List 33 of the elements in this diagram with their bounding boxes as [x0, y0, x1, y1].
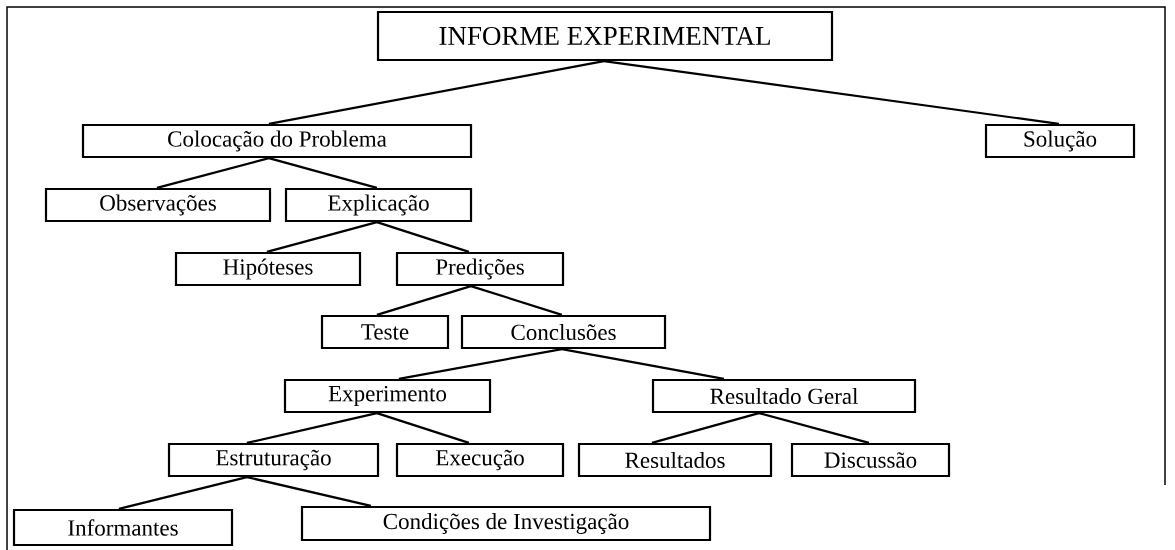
box: Predições — [395, 251, 565, 287]
connector-line — [561, 348, 725, 380]
box: Condições de Investigação — [300, 505, 712, 542]
box: Resultados — [577, 442, 773, 478]
box: Colocação do Problema — [81, 123, 473, 159]
connector-line — [268, 60, 605, 125]
connector-line — [266, 221, 378, 253]
connector-line — [376, 412, 470, 444]
box: INFORME EXPERIMENTAL — [376, 10, 834, 62]
connector-line — [268, 157, 378, 189]
connector-line — [470, 285, 563, 316]
connector-line — [603, 60, 1060, 125]
connector-line — [156, 157, 270, 189]
connector-line — [246, 412, 378, 444]
box: Observações — [44, 187, 272, 223]
box: Resultado Geral — [651, 378, 917, 414]
box: Informantes — [12, 508, 234, 547]
box: Solução — [984, 123, 1136, 159]
box: Conclusões — [460, 314, 667, 350]
box: Discussão — [790, 442, 951, 478]
box: Experimento — [283, 378, 492, 414]
connector-line — [376, 221, 470, 253]
connector-line — [246, 476, 372, 507]
connector-line — [376, 285, 472, 316]
connector-line — [118, 476, 248, 510]
connector-line — [758, 412, 870, 444]
connector-line — [398, 348, 563, 380]
box: Explicação — [284, 187, 473, 223]
box: Hipóteses — [174, 251, 362, 287]
connector-line — [651, 412, 760, 444]
box: Estruturação — [167, 442, 380, 478]
box: Execução — [395, 442, 565, 478]
box: Teste — [320, 314, 450, 350]
